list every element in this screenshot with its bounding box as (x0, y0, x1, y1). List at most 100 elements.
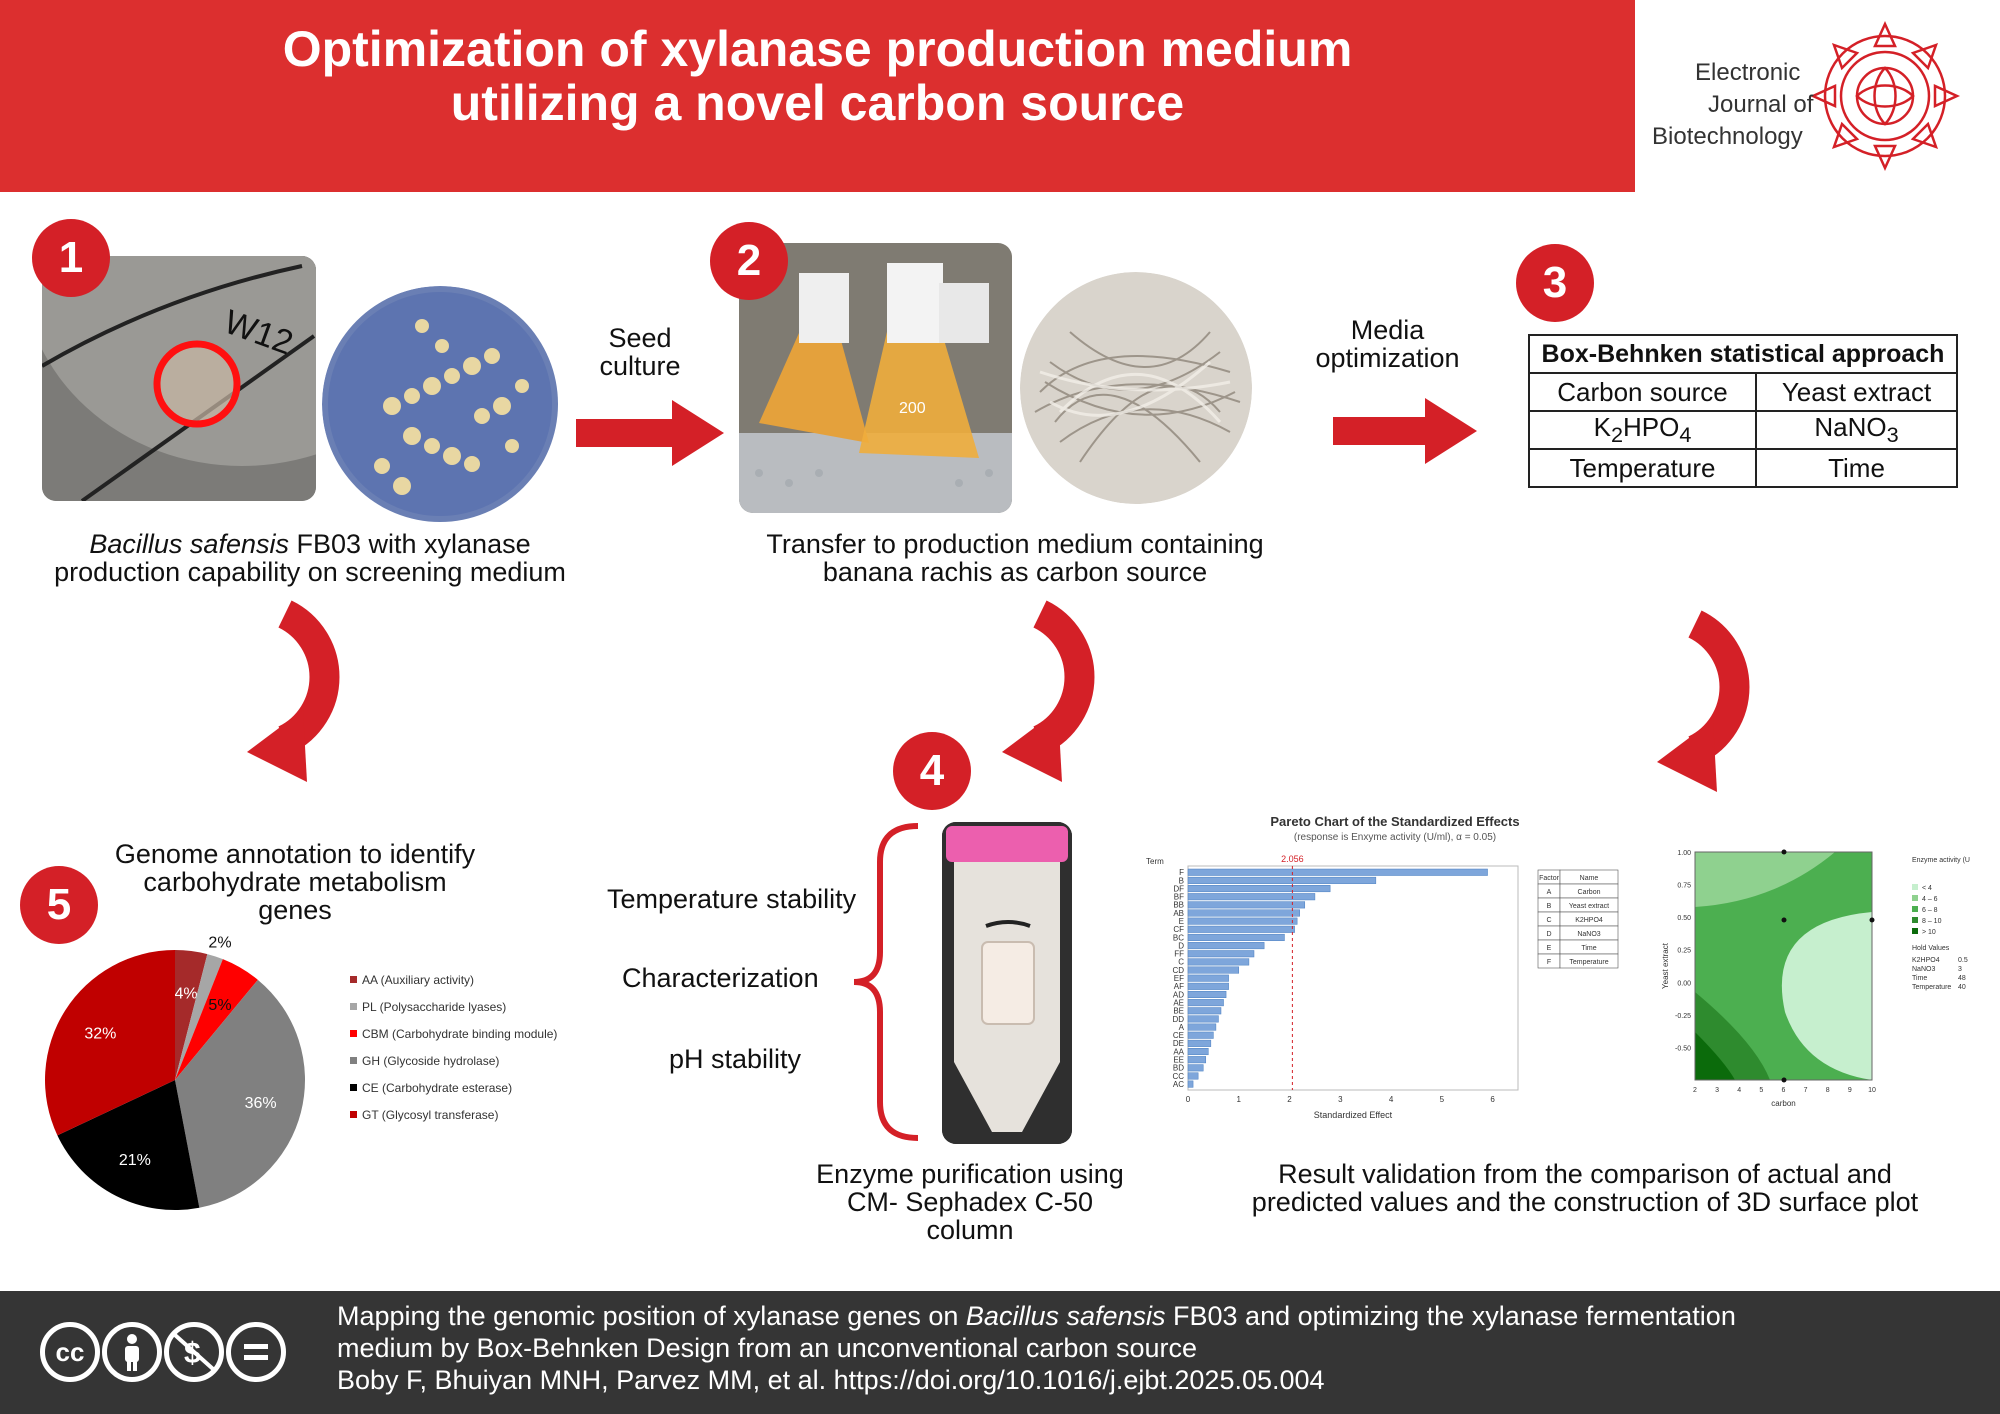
hold-value-name: Time (1912, 975, 1927, 982)
organism-name: Bacillus safensis (89, 529, 289, 559)
equals-glyph (244, 1344, 268, 1360)
curved-arrow-icon (1657, 610, 1750, 792)
step-4-caption-line-1: Enzyme purification using (816, 1159, 1124, 1189)
legend-label: GH (Glycoside hydrolase) (362, 1054, 499, 1068)
right-arrow-icon (576, 400, 724, 466)
title-line-2: utilizing a novel carbon source (450, 75, 1185, 131)
footer (0, 1291, 2000, 1414)
pareto-x-tick: 4 (1389, 1095, 1394, 1104)
journal-line-3: Biotechnology (1652, 123, 1803, 150)
legend-swatch (350, 976, 357, 983)
step-1-caption: Bacillus safensis FB03 with xylanase pro… (0, 530, 620, 586)
factor-table-text: A (1547, 889, 1552, 896)
pie-slice (175, 950, 208, 1080)
seed-culture-line-2: culture (599, 351, 681, 381)
box-behnken-table: Box-Behnken statistical approach Carbon … (1527, 334, 1958, 489)
design-point (1781, 917, 1787, 923)
citation-doi-line[interactable]: Boby F, Bhuiyan MNH, Parvez MM, et al. h… (337, 1365, 1325, 1395)
pareto-x-tick: 5 (1440, 1095, 1445, 1104)
contour-region (1781, 912, 1872, 1080)
pie-slice (44, 950, 175, 1136)
legend-label: CBM (Carbohydrate binding module) (362, 1027, 557, 1041)
step-6-caption: Result validation from the comparison of… (1190, 1160, 1980, 1216)
pie-slice (175, 954, 223, 1080)
media-optimization-label: Media optimization (1295, 316, 1480, 372)
step-5-caption-line-1: Genome annotation to identify (114, 839, 476, 869)
factor-table-text: Name (1580, 875, 1599, 882)
step-2-badge: 2 (710, 222, 788, 300)
title-line-1: Optimization of xylanase production medi… (282, 21, 1353, 77)
table-title: Box-Behnken statistical approach (1528, 334, 1958, 374)
pareto-term-label: AA (1173, 1047, 1184, 1056)
table-cell-k2hpo4: K2HPO4 (1527, 409, 1758, 451)
design-point (1869, 917, 1875, 923)
pareto-bar (1187, 974, 1229, 982)
pareto-bar (1187, 942, 1265, 950)
banana-rachis-fiber-photo (1020, 272, 1252, 504)
noderivatives-icon (226, 1322, 286, 1382)
contour-y-label: Yeast extract (1661, 942, 1670, 989)
step-2-caption-line-1: Transfer to production medium containing (766, 529, 1264, 559)
pareto-bar (1187, 1015, 1219, 1023)
contour-y-tick: 0.25 (1677, 948, 1691, 955)
contour-x-label: carbon (1771, 1099, 1795, 1108)
right-arrow-icon (1333, 398, 1477, 464)
contour-x-tick: 2 (1693, 1087, 1697, 1094)
pareto-bar (1187, 1039, 1212, 1047)
contour-legend-swatch (1912, 906, 1918, 912)
pareto-term-label: BE (1173, 1007, 1184, 1016)
pareto-x-tick: 6 (1490, 1095, 1495, 1104)
table-cell-nano3: NaNO3 (1755, 409, 1958, 451)
citation-line-1: Mapping the genomic position of xylanase… (337, 1300, 1977, 1332)
legend-label: GT (Glycosyl transferase) (362, 1108, 498, 1122)
pareto-term-label: A (1179, 1023, 1185, 1032)
pareto-x-tick: 3 (1338, 1095, 1343, 1104)
pareto-term-label: FF (1174, 950, 1184, 959)
pareto-subtitle: (response is Enxyme activity (U/ml), α =… (1294, 832, 1496, 843)
factor-table-text: B (1547, 903, 1552, 910)
centrifuge-tube-photo (942, 822, 1072, 1144)
pareto-term-label: C (1178, 958, 1184, 967)
legend-swatch (350, 1084, 357, 1091)
pareto-term-label: BD (1173, 1064, 1184, 1073)
contour-region (1695, 1032, 1735, 1080)
pareto-bar (1187, 1056, 1207, 1064)
cc-license-icons: cc $ (40, 1320, 290, 1386)
journal-logo-mark: Electronic Journal of Biotechnology (1652, 20, 1961, 172)
hold-value-name: Temperature (1912, 984, 1951, 991)
pie-slice (175, 959, 258, 1080)
pareto-title: Pareto Chart of the Standardized Effects (1270, 814, 1519, 829)
pareto-chart: Pareto Chart of the Standardized Effects… (1146, 814, 1619, 1120)
step-4-caption-line-3: column (926, 1215, 1014, 1245)
citation-line-2: medium by Box-Behnken Design from an unc… (337, 1333, 1197, 1363)
step-2-caption-line-2: banana rachis as carbon source (822, 557, 1208, 587)
contour-legend-label: 8 – 10 (1922, 918, 1942, 925)
pareto-x-tick: 2 (1287, 1095, 1292, 1104)
cc-icon: cc (40, 1322, 100, 1382)
contour-y-tick: 0.50 (1677, 915, 1691, 922)
legend-swatch (350, 1003, 357, 1010)
step-3-badge: 3 (1516, 244, 1594, 322)
contour-legend-label: 6 – 8 (1922, 907, 1938, 914)
legend-swatch (350, 1111, 357, 1118)
pie-data-label: 32% (84, 1026, 116, 1043)
step-5-badge: 5 (20, 866, 98, 944)
pareto-bar (1187, 1031, 1214, 1039)
colony-plate-image (322, 286, 558, 522)
person-glyph (125, 1334, 139, 1371)
characterization-label: Characterization (622, 963, 819, 993)
pareto-term-label: B (1179, 876, 1184, 885)
factor-table-text: Temperature (1569, 959, 1608, 966)
contour-x-tick: 4 (1737, 1087, 1741, 1094)
legend-label: PL (Polysaccharide lyases) (362, 1000, 506, 1014)
table-cell: Yeast extract (1755, 372, 1958, 412)
design-point (1781, 1077, 1787, 1083)
hold-values-title: Hold Values (1912, 945, 1950, 952)
flask-volume-label: 200 (899, 400, 926, 417)
pie-data-label: 5% (208, 997, 231, 1014)
factor-table-text: E (1547, 945, 1552, 952)
citation-organism: Bacillus safensis (965, 1301, 1166, 1331)
contour-region (1695, 852, 1835, 907)
pareto-x-tick: 1 (1237, 1095, 1242, 1104)
journal-line-1: Electronic (1695, 59, 1800, 86)
